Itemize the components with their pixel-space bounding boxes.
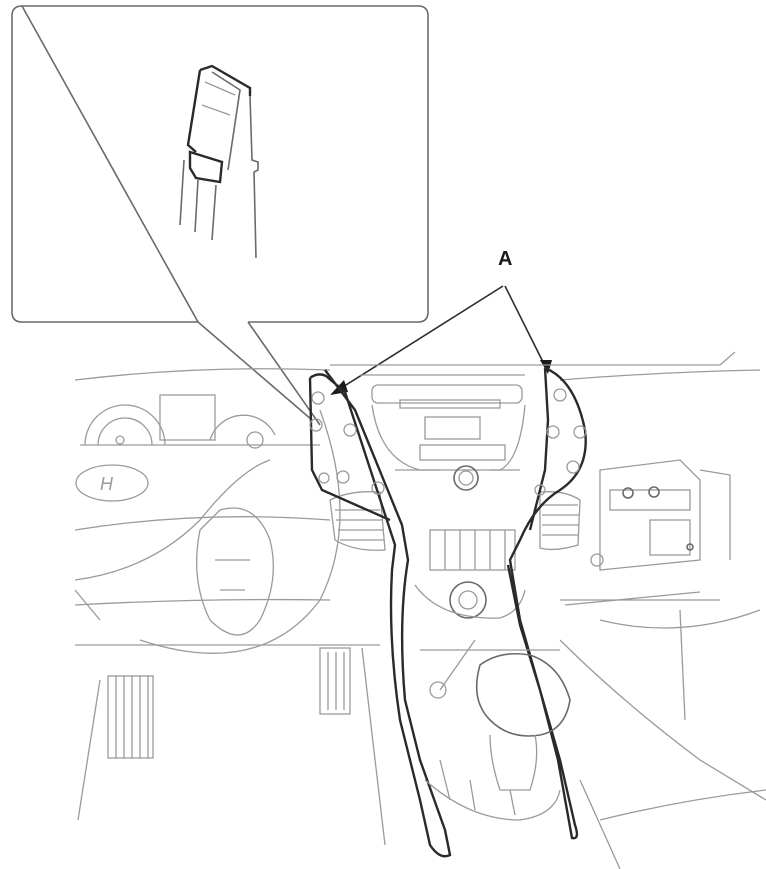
side-trim-right <box>506 366 587 840</box>
steering-wheel: H <box>74 409 341 654</box>
callout-label: A <box>498 248 512 270</box>
logo-emblem <box>75 464 149 502</box>
climate-control <box>414 529 526 619</box>
audio-unit <box>360 374 526 491</box>
detail-inset <box>11 5 429 426</box>
instrument-cluster <box>80 394 320 449</box>
svg-text:H: H <box>100 474 114 494</box>
dashboard-outline <box>74 351 761 606</box>
clip-icon <box>179 64 259 259</box>
glovebox-area <box>560 459 766 821</box>
floor-outline <box>559 639 766 869</box>
callout-a: A <box>330 248 552 395</box>
air-vent-left <box>329 491 386 551</box>
side-trim-left <box>308 369 452 858</box>
pedals <box>75 644 386 846</box>
shift-lever <box>420 639 571 821</box>
